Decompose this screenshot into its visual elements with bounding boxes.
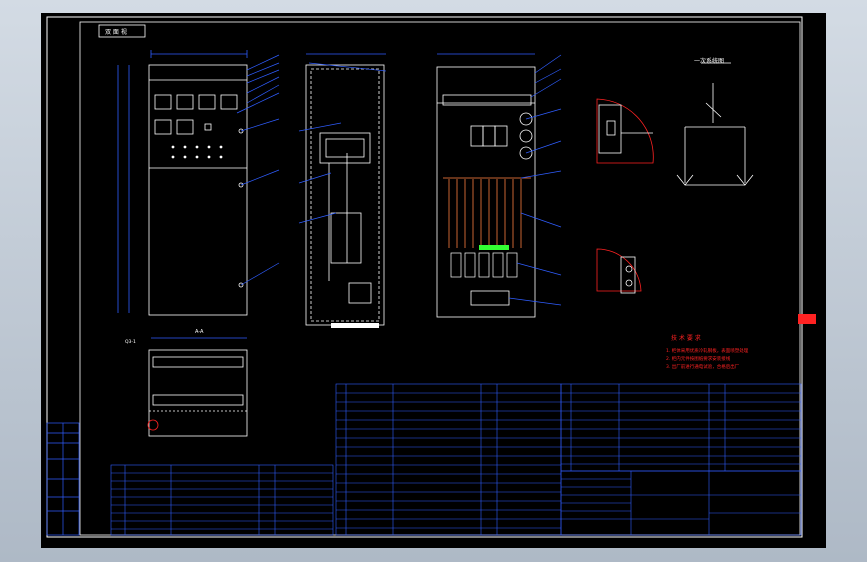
tech-note-3: 3. 出厂前进行通电试验，合格后出厂	[666, 363, 740, 370]
parts-list-middle	[335, 383, 562, 536]
sheet-border	[46, 16, 803, 538]
drawing-sheet: 双 面 视	[41, 13, 826, 548]
front-leaders	[236, 54, 280, 286]
parts-list-left	[110, 464, 334, 536]
technical-notes: 技 术 要 求 1. 柜体采用优质冷轧钢板，表面喷塑处理 2. 柜内元件按图纸要…	[666, 334, 749, 370]
rear-internal-view	[436, 53, 536, 318]
busbars	[443, 177, 531, 248]
red-stamp	[798, 314, 816, 324]
scheme-title: 一次系统图	[694, 57, 724, 65]
green-component	[479, 245, 509, 250]
inner-border	[79, 21, 801, 536]
side-title-block	[46, 422, 80, 536]
detail-view-upper	[596, 98, 654, 164]
view-title-box	[98, 24, 146, 38]
plan-view: A-A Q3-1	[125, 329, 248, 437]
revision-label: Q3-1	[125, 339, 136, 345]
rear-leaders	[508, 54, 562, 306]
front-view	[117, 50, 248, 316]
tech-note-1: 1. 柜体采用优质冷轧钢板，表面喷塑处理	[666, 347, 749, 354]
title-block	[560, 470, 802, 536]
lower-components	[450, 252, 518, 278]
tech-note-2: 2. 柜内元件按图纸要求安装接线	[666, 355, 731, 362]
cad-drawing: 双 面 视	[46, 16, 816, 538]
detail-view-lower	[596, 248, 642, 294]
single-line-scheme: 一次系统图	[676, 57, 754, 186]
tech-notes-title: 技 术 要 求	[671, 334, 701, 342]
indicator-lamps	[171, 145, 223, 159]
parts-list-right	[560, 383, 802, 472]
view-title-text: 双 面 视	[105, 28, 127, 36]
side-base-label	[331, 323, 379, 328]
section-label: A-A	[195, 329, 204, 335]
side-section-view	[305, 53, 386, 326]
side-leaders	[298, 62, 387, 224]
